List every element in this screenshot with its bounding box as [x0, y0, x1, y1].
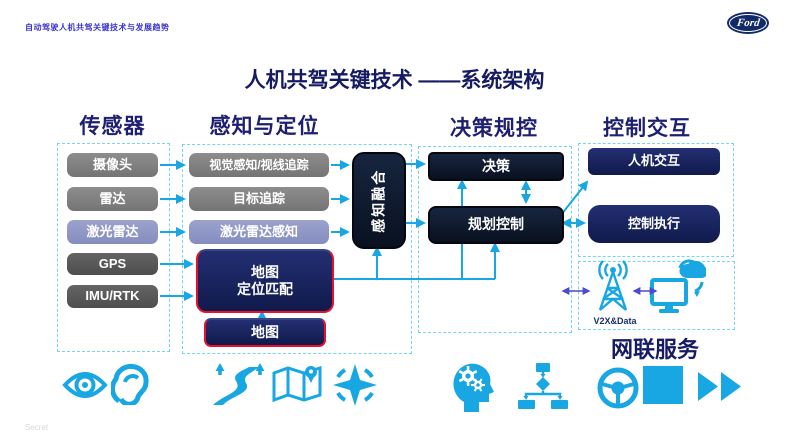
steering-wheel-icon	[597, 367, 639, 409]
map-match-line1: 地图	[251, 263, 279, 280]
sensor-imu-box: IMU/RTK	[67, 285, 158, 308]
stop-square-icon	[643, 366, 683, 404]
sensors-group-frame	[57, 143, 170, 352]
service-title: 网联服务	[610, 337, 699, 362]
route-road-icon	[213, 363, 265, 405]
planning-box: 规划控制	[428, 206, 564, 244]
head-gears-icon	[453, 363, 494, 412]
sensor-lidar-box: 激光雷达	[67, 220, 158, 244]
exec-box: 控制执行	[588, 205, 720, 243]
eye-icon	[62, 372, 108, 398]
column-header-decision: 决策规控	[450, 117, 538, 140]
folded-map-pin-icon	[272, 365, 322, 403]
page-title: 人机共驾关键技术 ——系统架构	[244, 69, 545, 92]
v2x-label: V2X&Data	[593, 316, 637, 326]
perception-group-frame	[182, 144, 412, 354]
flowchart-icon	[518, 363, 568, 409]
hmi-box: 人机交互	[588, 148, 720, 175]
v2x-group-frame	[578, 261, 735, 330]
perception-tracking-box: 目标追踪	[189, 187, 329, 211]
ford-logo-text: Ford	[735, 17, 761, 29]
header-note: 自动驾驶人机共驾关键技术与发展趋势	[25, 23, 170, 32]
cloud-monitor-icon	[650, 259, 706, 313]
ear-icon	[111, 363, 149, 405]
ford-logo: Ford	[727, 12, 769, 34]
perception-vision-box: 视觉感知/视线追踪	[189, 153, 329, 177]
sensor-camera-box: 摄像头	[67, 153, 158, 177]
footer-secret: Secret	[25, 423, 49, 432]
map-box: 地图	[204, 318, 326, 347]
column-header-sensors: 传感器	[79, 115, 146, 138]
column-header-perception: 感知与定位	[209, 115, 320, 138]
compass-icon	[333, 364, 377, 406]
column-header-control: 控制交互	[603, 117, 691, 140]
sensor-radar-box: 雷达	[67, 187, 158, 211]
sensor-gps-box: GPS	[67, 253, 158, 275]
decision-box: 决策	[428, 152, 564, 181]
fusion-box: 感知融合	[352, 152, 406, 249]
map-match-line2: 定位匹配	[237, 281, 293, 297]
perception-lidar-box: 激光雷达感知	[189, 220, 329, 244]
antenna-tower-icon	[598, 260, 628, 311]
map-match-box: 地图 定位匹配	[196, 249, 334, 313]
fusion-label: 感知融合	[370, 168, 387, 233]
decision-group-frame	[418, 146, 572, 333]
fast-forward-icon	[698, 372, 741, 401]
